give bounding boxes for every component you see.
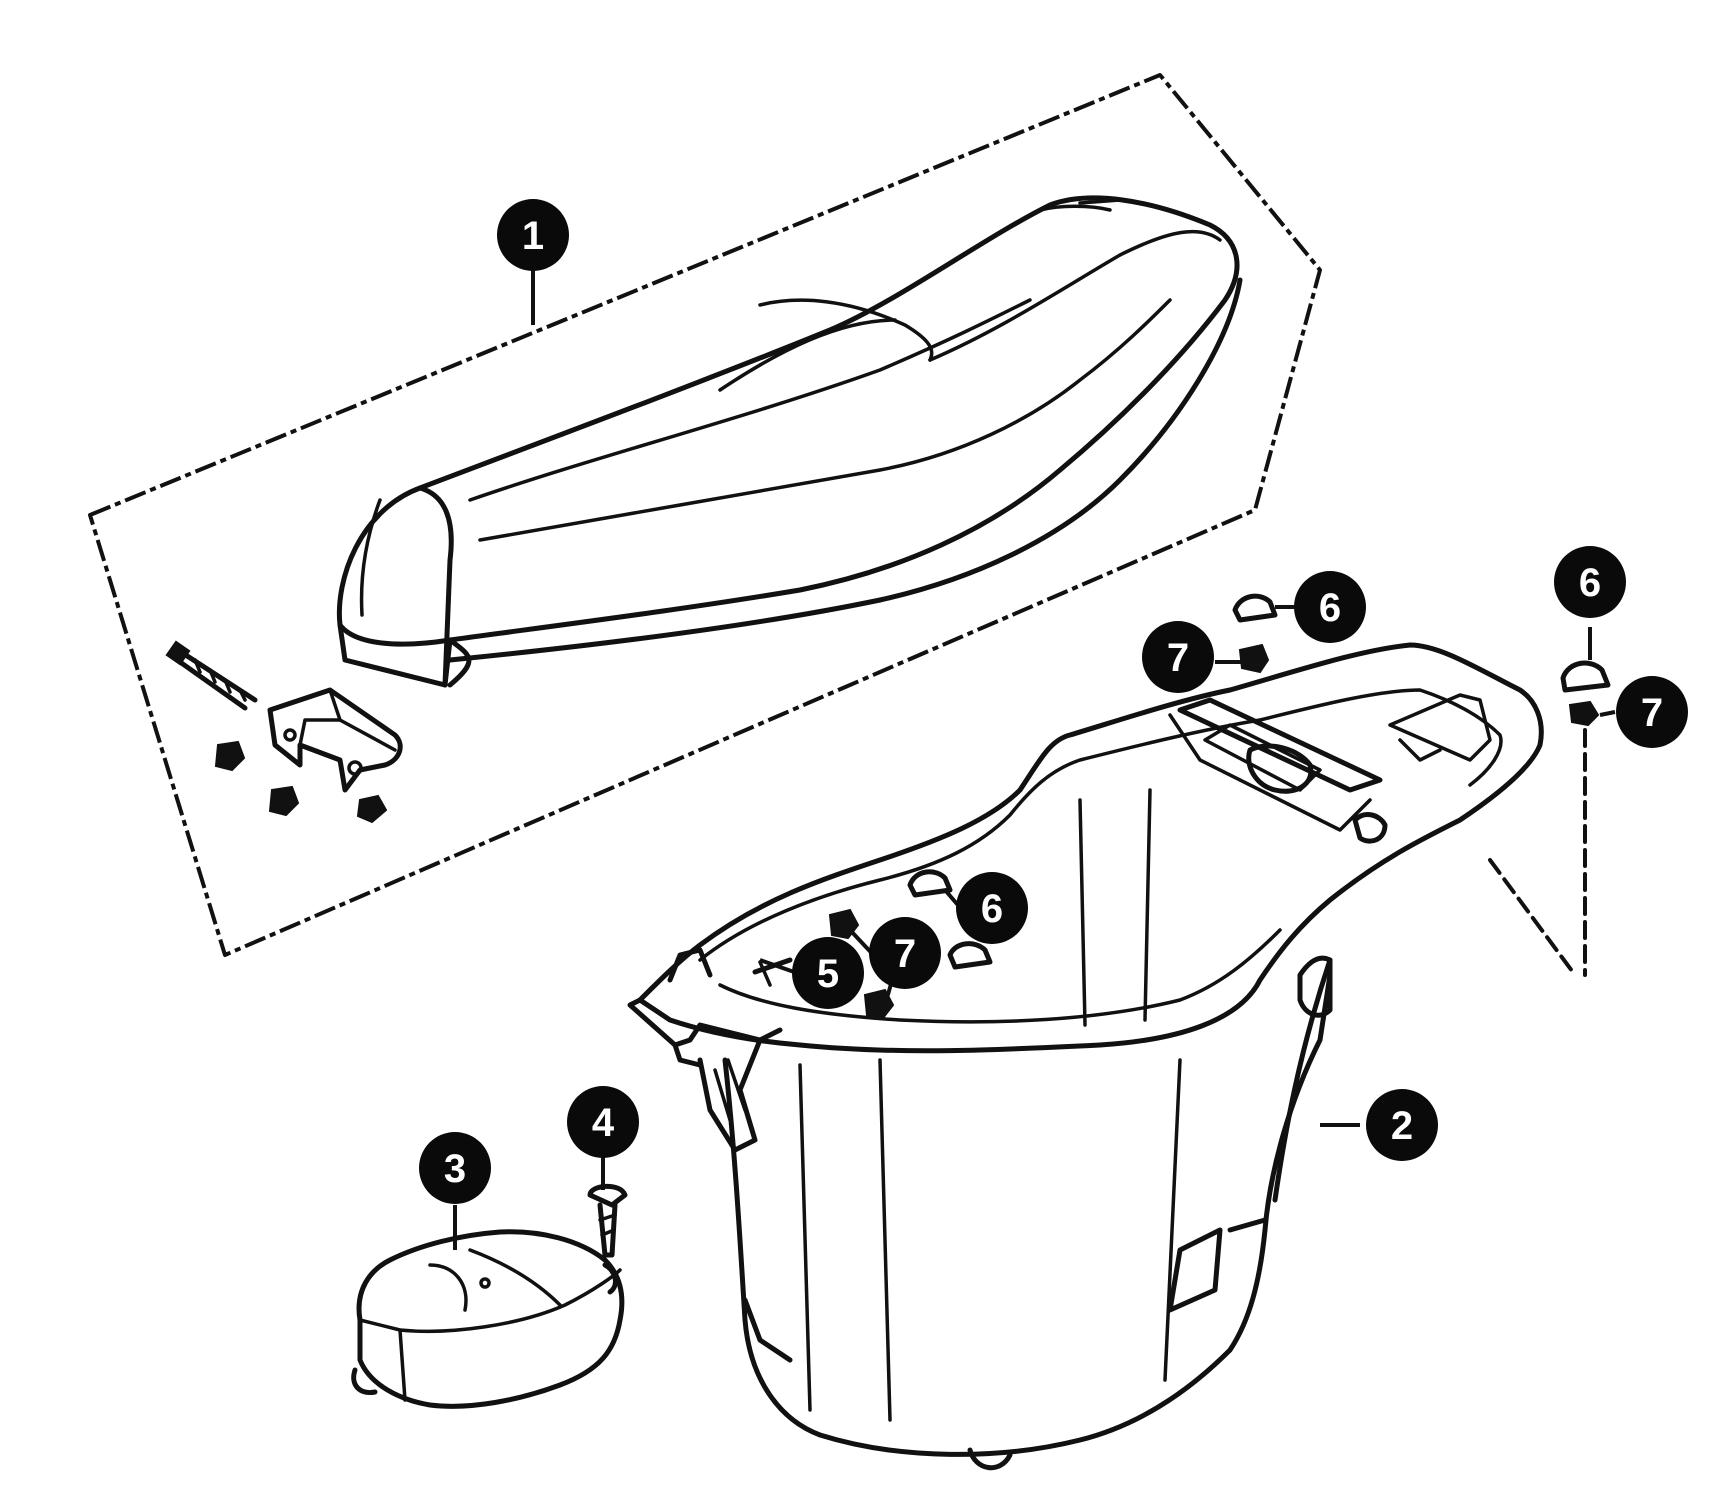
svg-text:1: 1 (522, 214, 544, 258)
svg-text:5: 5 (817, 952, 839, 996)
svg-text:7: 7 (894, 932, 916, 976)
svg-text:6: 6 (981, 887, 1003, 931)
seat-bolt (165, 640, 258, 711)
seat-nuts (214, 740, 388, 824)
svg-text:4: 4 (592, 1101, 615, 1145)
callout-1: 1 (497, 199, 569, 271)
svg-text:6: 6 (1319, 586, 1341, 630)
seat (336, 195, 1243, 688)
svg-text:2: 2 (1391, 1104, 1413, 1148)
callout-7-top: 7 (1142, 621, 1214, 693)
svg-text:7: 7 (1167, 636, 1189, 680)
callout-6-right: 6 (1554, 546, 1626, 618)
push-clip (587, 1183, 628, 1258)
callout-3: 3 (419, 1132, 491, 1204)
assembly-guide-lines (1488, 728, 1587, 977)
callout-6-box: 6 (956, 872, 1028, 944)
callout-4: 4 (567, 1086, 639, 1158)
storage-box (627, 642, 1544, 1471)
seat-group-frame (88, 73, 1322, 957)
callout-5: 5 (792, 937, 864, 1009)
callout-7-right: 7 (1616, 676, 1688, 748)
svg-text:3: 3 (444, 1147, 466, 1191)
svg-text:6: 6 (1579, 561, 1601, 605)
box-top-fasteners (1232, 593, 1611, 727)
callout-6-top: 6 (1294, 571, 1366, 643)
battery-cover (351, 1229, 625, 1409)
callout-7-box: 7 (869, 917, 941, 989)
seat-hinge-bracket (267, 687, 403, 793)
callout-2: 2 (1366, 1089, 1438, 1161)
svg-text:7: 7 (1641, 691, 1663, 735)
